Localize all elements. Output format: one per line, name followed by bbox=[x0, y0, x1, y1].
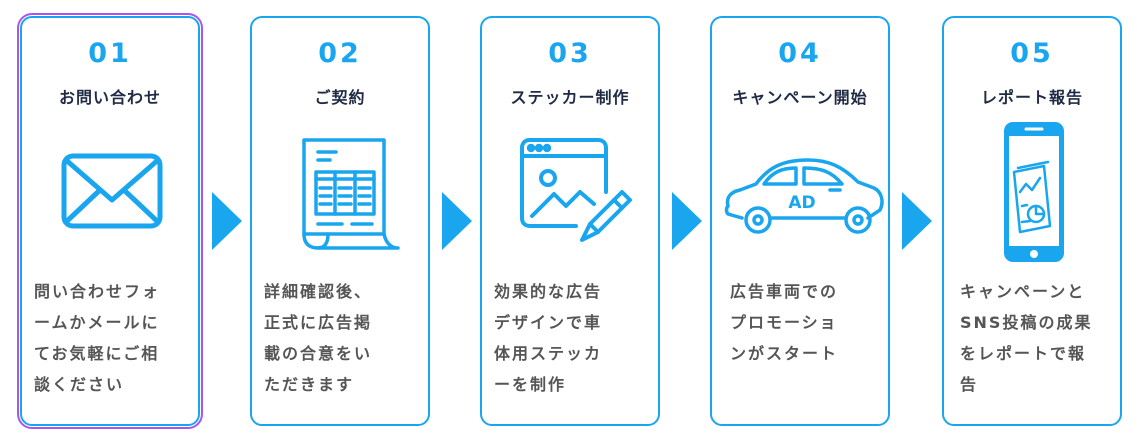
step-title: ご契約 bbox=[314, 88, 366, 107]
step-description: 広告車両でのプロモーションがスタート bbox=[730, 282, 839, 363]
smartphone-report-icon bbox=[964, 122, 1104, 262]
step-number: 02 bbox=[318, 38, 362, 69]
step-title: レポート報告 bbox=[980, 88, 1083, 107]
arrow-right-icon bbox=[212, 192, 242, 250]
arrow-right-icon bbox=[672, 192, 702, 250]
step-card-3: 03 ステッカー制作 効果的な広告デザインで車体用ステッカーを制作 bbox=[480, 16, 660, 426]
step-title: ステッカー制作 bbox=[510, 88, 630, 107]
step-card-4: 04 キャンペーン開始 AD 広告車両でのプロモーションがスタート bbox=[710, 16, 890, 426]
step-number: 05 bbox=[1010, 38, 1054, 69]
arrow-right-icon bbox=[442, 192, 472, 250]
step-title: お問い合わせ bbox=[58, 88, 161, 107]
ad-label: AD bbox=[788, 193, 815, 213]
envelope-icon bbox=[42, 122, 182, 262]
step-number: 04 bbox=[778, 38, 822, 69]
step-number: 03 bbox=[548, 38, 592, 69]
step-card-1: 01 お問い合わせ 問い合わせフォームかメールにてお気軽にご相談ください bbox=[17, 13, 203, 429]
step-card-2: 02 ご契約 詳細確認後、正式に広告掲載の合意をいただきます bbox=[250, 16, 430, 426]
step-title: キャンペーン開始 bbox=[732, 88, 868, 107]
step-description: 効果的な広告デザインで車体用ステッカーを制作 bbox=[494, 282, 603, 394]
ad-car-icon: AD bbox=[718, 122, 886, 262]
step-number: 01 bbox=[88, 38, 132, 69]
step-description: 詳細確認後、正式に広告掲載の合意をいただきます bbox=[264, 282, 373, 394]
contract-document-icon bbox=[272, 122, 412, 262]
design-pencil-icon bbox=[502, 122, 642, 262]
step-description: 問い合わせフォームかメールにてお気軽にご相談ください bbox=[34, 282, 161, 394]
arrow-right-icon bbox=[902, 192, 932, 250]
